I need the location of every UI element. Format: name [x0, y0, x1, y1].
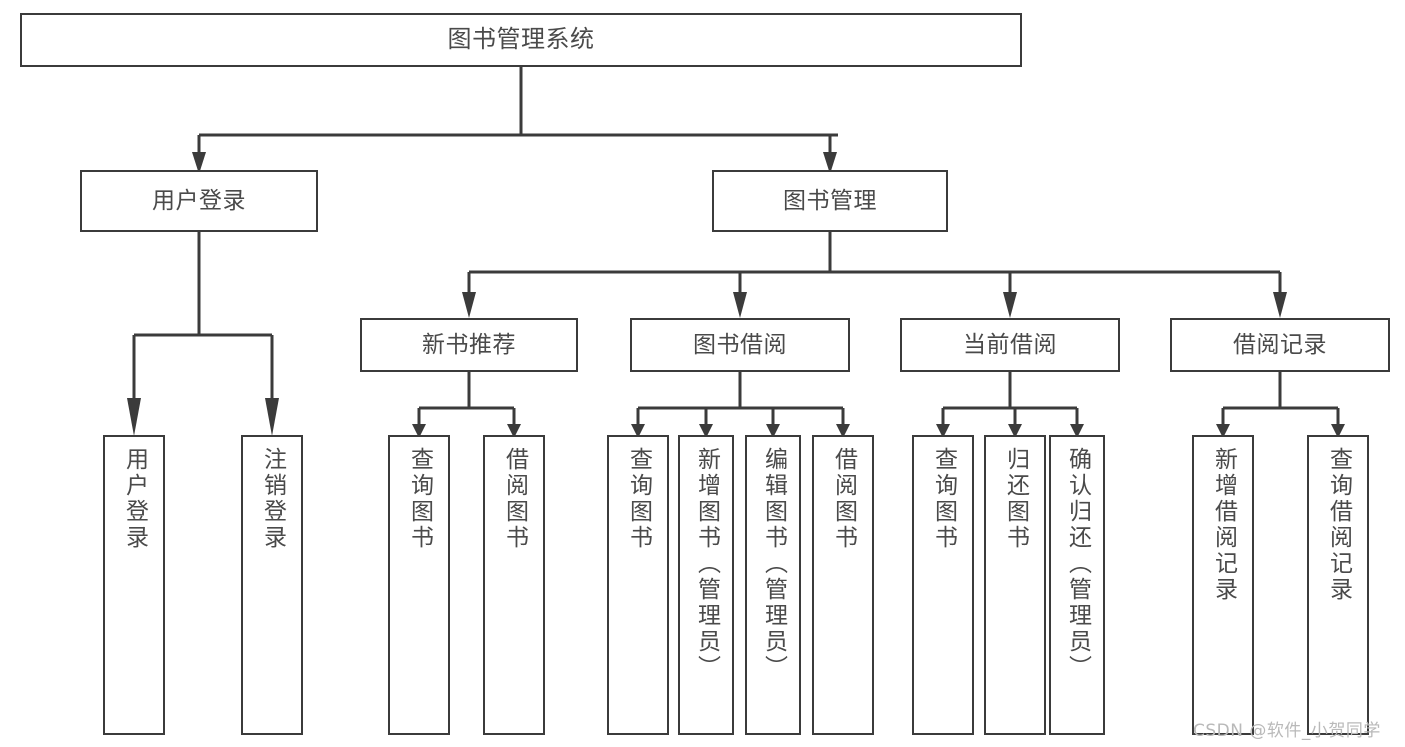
watermark-credit: CSDN @软件_小贺同学: [1193, 721, 1381, 741]
node-label: 图书借阅: [693, 331, 787, 358]
node-label: 借阅记录: [1233, 331, 1327, 358]
node-label: 查询图书: [625, 447, 652, 551]
node-leaf-edit-book[interactable]: 编辑图书（管理员）: [745, 435, 801, 735]
node-leaf-query-record[interactable]: 查询借阅记录: [1307, 435, 1369, 735]
node-book-manage[interactable]: 图书管理: [712, 170, 948, 232]
node-borrow-record[interactable]: 借阅记录: [1170, 318, 1390, 372]
node-label: 用户登录: [121, 447, 148, 551]
node-label: 新增图书（管理员）: [693, 447, 720, 681]
node-leaf-add-book[interactable]: 新增图书（管理员）: [678, 435, 734, 735]
node-label: 当前借阅: [963, 331, 1057, 358]
node-label: 借阅图书: [830, 447, 857, 551]
node-leaf-user-login[interactable]: 用户登录: [103, 435, 165, 735]
node-label: 新书推荐: [422, 331, 516, 358]
node-label: 借阅图书: [501, 447, 528, 551]
node-leaf-query-book-3[interactable]: 查询图书: [912, 435, 974, 735]
node-leaf-query-book-1[interactable]: 查询图书: [388, 435, 450, 735]
node-new-book-rec[interactable]: 新书推荐: [360, 318, 578, 372]
node-label: 查询借阅记录: [1325, 447, 1352, 603]
node-label: 图书管理: [783, 187, 877, 214]
node-leaf-return-book[interactable]: 归还图书: [984, 435, 1046, 735]
node-user-login[interactable]: 用户登录: [80, 170, 318, 232]
node-label: 用户登录: [152, 187, 246, 214]
node-leaf-borrow-book-2[interactable]: 借阅图书: [812, 435, 874, 735]
node-label: 注销登录: [259, 447, 286, 551]
node-label: 查询图书: [930, 447, 957, 551]
node-leaf-query-book-2[interactable]: 查询图书: [607, 435, 669, 735]
node-label: 编辑图书（管理员）: [760, 447, 787, 681]
node-root-system[interactable]: 图书管理系统: [20, 13, 1022, 67]
node-leaf-confirm-return[interactable]: 确认归还（管理员）: [1049, 435, 1105, 735]
node-current-borrow[interactable]: 当前借阅: [900, 318, 1120, 372]
node-label: 确认归还（管理员）: [1064, 447, 1091, 681]
node-label: 查询图书: [406, 447, 433, 551]
node-leaf-add-record[interactable]: 新增借阅记录: [1192, 435, 1254, 735]
node-book-borrow[interactable]: 图书借阅: [630, 318, 850, 372]
node-leaf-borrow-book-1[interactable]: 借阅图书: [483, 435, 545, 735]
node-label: 图书管理系统: [447, 25, 595, 54]
node-leaf-logout[interactable]: 注销登录: [241, 435, 303, 735]
node-label: 归还图书: [1002, 447, 1029, 551]
node-label: 新增借阅记录: [1210, 447, 1237, 603]
